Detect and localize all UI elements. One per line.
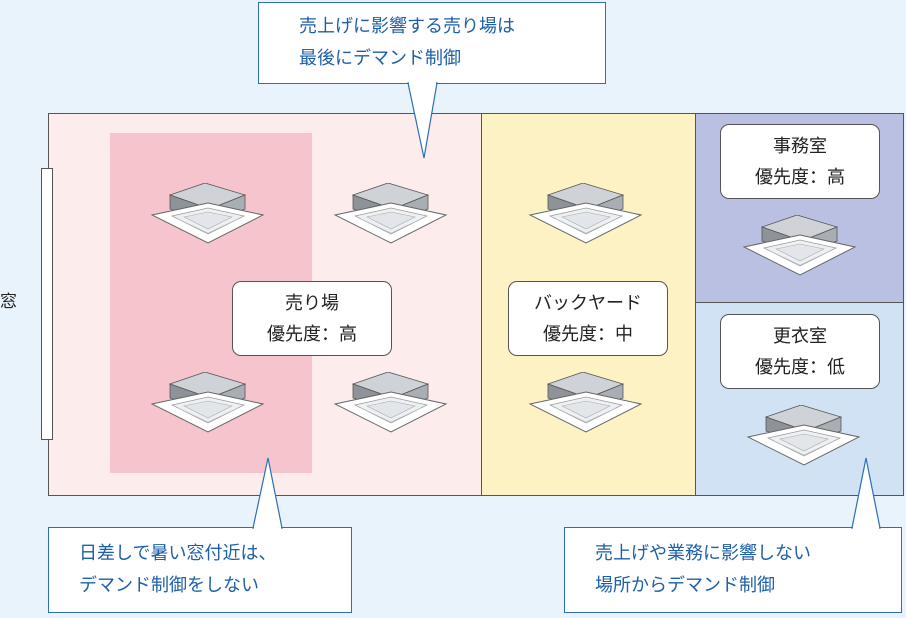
zone-priority: 優先度：低 xyxy=(755,357,845,378)
window-icon xyxy=(41,168,53,440)
callout-line: 日差しで暑い窓付近は、 xyxy=(79,543,277,564)
window-label: 窓 xyxy=(0,292,17,312)
office-label: 事務室 優先度：高 xyxy=(720,124,880,199)
callout-line: デマンド制御をしない xyxy=(79,575,259,596)
backyard-label: バックヤード 優先度：中 xyxy=(508,281,668,356)
ceiling-cassette-ac-icon xyxy=(747,405,860,466)
callout-window-area: 日差しで暑い窓付近は、 デマンド制御をしない xyxy=(48,527,352,613)
zone-priority: 優先度：高 xyxy=(267,324,357,345)
zone-priority: 優先度：高 xyxy=(755,167,845,188)
zone-name: バックヤード xyxy=(534,293,642,314)
zone-name: 事務室 xyxy=(773,136,827,157)
callout-line: 売上げや業務に影響しない xyxy=(595,543,811,564)
zone-name: 更衣室 xyxy=(773,326,827,347)
locker-room-label: 更衣室 優先度：低 xyxy=(720,314,880,389)
callout-line: 売上げに影響する売り場は xyxy=(299,16,515,37)
ceiling-cassette-ac-icon xyxy=(334,372,447,433)
ceiling-cassette-ac-icon xyxy=(151,183,264,244)
ceiling-cassette-ac-icon xyxy=(529,183,642,244)
callout-sales-floor: 売上げに影響する売り場は 最後にデマンド制御 xyxy=(258,2,606,84)
callout-line: 最後にデマンド制御 xyxy=(299,48,461,69)
sales-floor-label: 売り場 優先度：高 xyxy=(232,281,392,356)
zone-priority: 優先度：中 xyxy=(543,324,633,345)
ceiling-cassette-ac-icon xyxy=(151,372,264,433)
zone-name: 売り場 xyxy=(285,293,339,314)
ceiling-cassette-ac-icon xyxy=(529,372,642,433)
ceiling-cassette-ac-icon xyxy=(743,215,856,276)
ceiling-cassette-ac-icon xyxy=(334,183,447,244)
callout-backyard-rooms: 売上げや業務に影響しない 場所からデマンド制御 xyxy=(564,527,902,613)
callout-line: 場所からデマンド制御 xyxy=(595,575,775,596)
